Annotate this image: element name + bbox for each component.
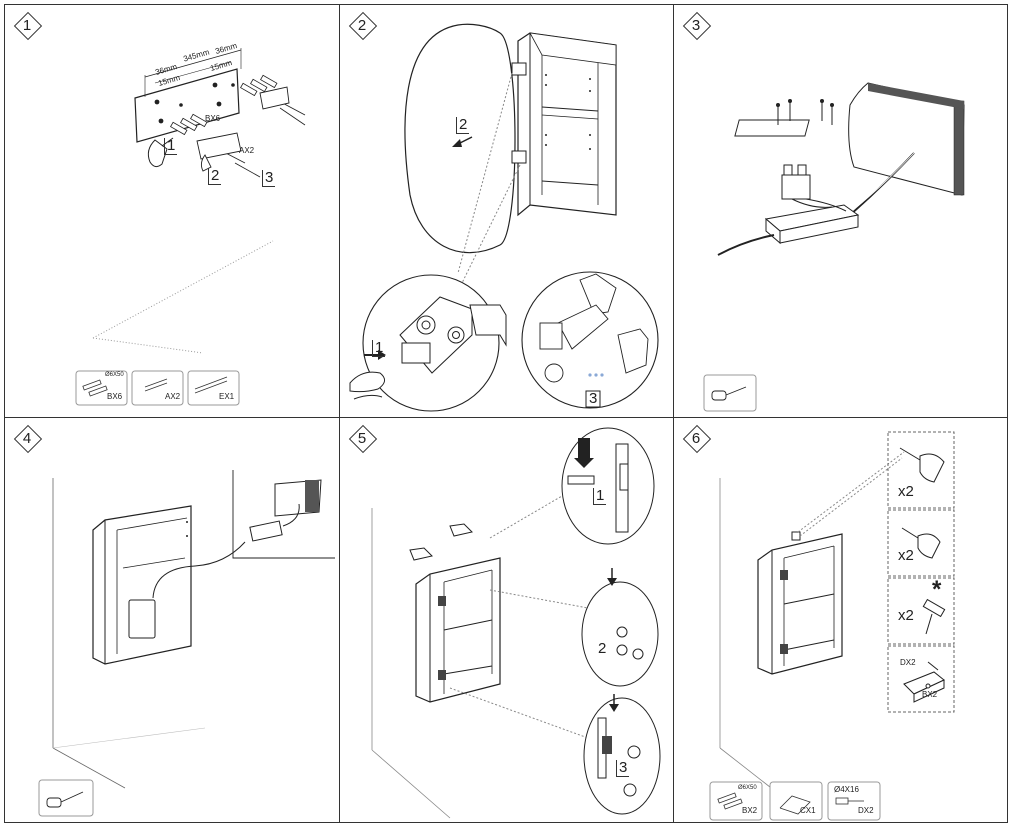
label-bx6: BX6 — [205, 114, 221, 123]
step-2-badge: 2 — [348, 11, 378, 41]
step-number: 5 — [357, 430, 367, 447]
step-3-illustration — [703, 82, 965, 412]
step-number: 6 — [691, 430, 701, 447]
substep-1: 1 — [593, 488, 607, 505]
substep-hinge-3: 3 — [589, 390, 598, 407]
step-6-badge: 6 — [682, 424, 712, 454]
substep-3: 3 — [616, 760, 630, 777]
count-hammer: x2 — [898, 607, 914, 624]
step-3-panel: 3 — [673, 4, 1008, 419]
substep-door-2: 2 — [456, 117, 470, 134]
step-number: 4 — [22, 430, 32, 447]
part-spec-dx2: Ø4X16 — [834, 785, 859, 794]
part-code-bx2: BX2 — [742, 806, 758, 815]
count-drill-2: x2 — [898, 547, 914, 564]
substep-2: 2 — [598, 640, 607, 657]
step-2-panel: 2 — [339, 4, 675, 419]
part-code-cx1: CX1 — [800, 806, 816, 815]
step-1-illustration — [75, 48, 306, 406]
part-code-ax2: AX2 — [165, 392, 181, 401]
step-number: 2 — [357, 17, 367, 34]
star-icon: * — [932, 576, 942, 603]
step-number: 1 — [22, 17, 32, 34]
step-1-panel: 1 — [4, 4, 341, 419]
part-code-bx6: BX6 — [107, 392, 123, 401]
step-1-badge: 1 — [13, 11, 43, 41]
step-5-panel: 5 — [339, 417, 675, 823]
step-4-badge: 4 — [13, 424, 43, 454]
step-3-badge: 3 — [682, 11, 712, 41]
substep-3: 3 — [262, 170, 276, 187]
step-4-illustration — [38, 470, 335, 817]
label-ax2: AX2 — [239, 146, 255, 155]
substep-2: 2 — [208, 168, 222, 185]
part-spec: Ø6X50 — [105, 372, 124, 378]
part-code-dx2: DX2 — [858, 806, 874, 815]
part-spec-bx2: Ø6X50 — [738, 785, 757, 791]
step-6-panel: 6 — [673, 417, 1008, 823]
step-5-badge: 5 — [348, 424, 378, 454]
step-4-panel: 4 — [4, 417, 341, 823]
count-drill-1: x2 — [898, 483, 914, 500]
substep-press-1: 1 — [372, 340, 386, 357]
mirror-door — [404, 23, 516, 254]
step-number: 3 — [691, 17, 701, 34]
step-2-illustration — [349, 23, 659, 412]
label-dx2: DX2 — [900, 658, 916, 667]
wall-plate — [134, 68, 240, 143]
step-6-illustration — [709, 431, 955, 821]
step-5-illustration — [371, 427, 661, 819]
part-code-ex1: EX1 — [219, 392, 235, 401]
substep-1: 1 — [164, 138, 178, 155]
label-bx2: BX2 — [922, 690, 938, 699]
